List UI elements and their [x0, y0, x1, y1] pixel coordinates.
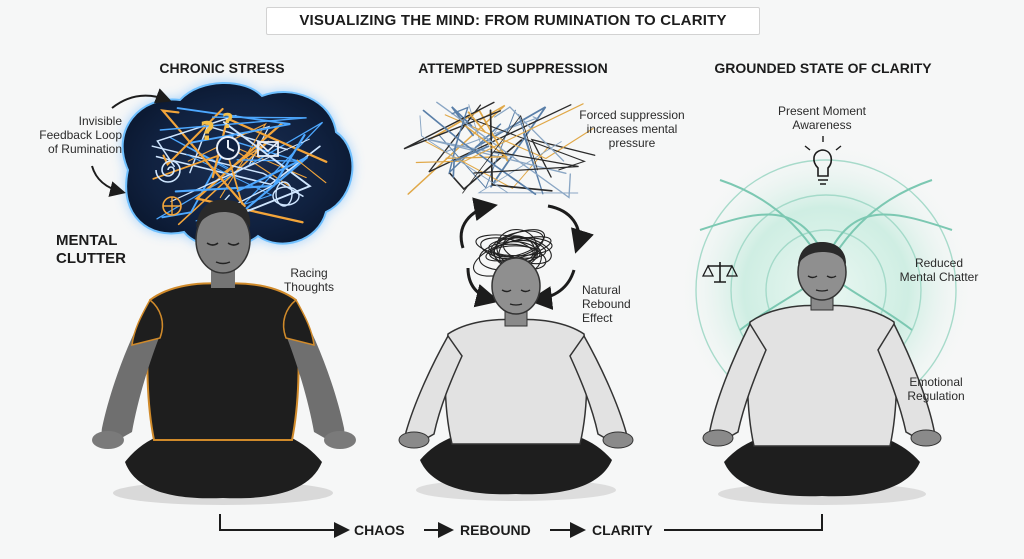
chaos-line [176, 107, 291, 144]
rebound-arrow-right-down [547, 204, 594, 254]
feedback-arrow-top [111, 88, 172, 109]
chaos-line [194, 122, 304, 224]
rebound-arrow-bottom-right [528, 269, 576, 310]
suppressed-line [530, 138, 596, 178]
suppressed-line [442, 116, 539, 154]
suppressed-line [494, 106, 565, 162]
suppressed-line [419, 115, 508, 193]
suppressed-line [451, 106, 469, 151]
lightbulb-icon [804, 136, 842, 185]
question-mark-icon: ? ? [200, 109, 234, 147]
scribble-loop [475, 234, 547, 259]
label-reduced-chatter: Reduced Mental Chatter [899, 256, 979, 284]
chaos-line [156, 114, 237, 168]
heading-grounded-clarity: GROUNDED STATE OF CLARITY [714, 60, 932, 76]
person-calm [702, 242, 942, 505]
suppressed-line [473, 150, 579, 174]
label-rebound-effect: Natural Rebound Effect [582, 283, 631, 325]
chaos-line [159, 116, 307, 131]
panel-grounded-clarity [676, 136, 976, 505]
scribble-loop [485, 236, 552, 262]
heading-chronic-stress: CHRONIC STRESS [159, 60, 285, 76]
suppressed-line [466, 116, 587, 171]
label-present-moment: Present Moment Awareness [777, 104, 867, 132]
panel-chronic-stress: ? ? [91, 82, 356, 505]
chaos-line [229, 156, 309, 224]
suppressed-line [462, 114, 539, 194]
label-feedback-loop: Invisible Feedback Loop of Rumination [39, 114, 122, 156]
suppressed-line [436, 101, 571, 199]
feedback-arrow-bottom [91, 165, 126, 197]
flow-arrow-start [219, 514, 350, 538]
balance-scale-icon [701, 262, 739, 283]
chaos-line [162, 107, 224, 167]
tangle-icon [272, 181, 300, 207]
label-forced-suppression: Forced suppression increases mental pres… [579, 108, 685, 150]
person-suppressing [398, 257, 634, 501]
svg-text:?: ? [222, 109, 234, 133]
rebound-arrow-left-up [459, 197, 498, 249]
chaos-line [170, 138, 310, 203]
rebound-arrow-bottom-left [466, 267, 500, 308]
person-stressed [92, 199, 356, 505]
label-racing-thoughts: Racing Thoughts [283, 266, 335, 294]
label-mental-clutter: MENTAL CLUTTER [56, 232, 126, 267]
chaos-cloud: ? ? [121, 82, 354, 248]
clock-icon [216, 136, 240, 160]
suppressed-thought-web [403, 101, 596, 199]
suppressed-line [445, 124, 509, 160]
chaos-line [156, 121, 324, 222]
envelope-icon [257, 141, 279, 157]
suppressed-line [415, 103, 584, 164]
chaos-line [222, 121, 312, 216]
fan-icon [162, 196, 182, 216]
chaos-line [296, 159, 327, 184]
suppressed-line [475, 106, 547, 188]
heading-attempted-suppression: ATTEMPTED SUPPRESSION [418, 60, 608, 76]
panel-attempted-suppression [398, 101, 634, 501]
suppressed-line [428, 104, 572, 173]
page-title: VISUALIZING THE MIND: FROM RUMINATION TO… [266, 7, 760, 35]
suppressed-line [422, 109, 537, 196]
chaos-line [160, 109, 246, 208]
label-emotional-regulation: Emotional Regulation [907, 375, 965, 403]
flow-arrow-end [664, 514, 823, 531]
flow-step-rebound: REBOUND [460, 522, 531, 538]
flow-step-clarity: CLARITY [592, 522, 653, 538]
flow-step-chaos: CHAOS [354, 522, 405, 538]
svg-text:?: ? [200, 117, 215, 147]
suppressed-line [467, 111, 486, 133]
suppressed-line [489, 109, 553, 192]
suppressed-line [444, 114, 594, 160]
flow-connector [219, 514, 823, 538]
spiral-icon [155, 160, 181, 183]
suppressed-line [518, 114, 544, 195]
suppressed-line [452, 145, 490, 178]
